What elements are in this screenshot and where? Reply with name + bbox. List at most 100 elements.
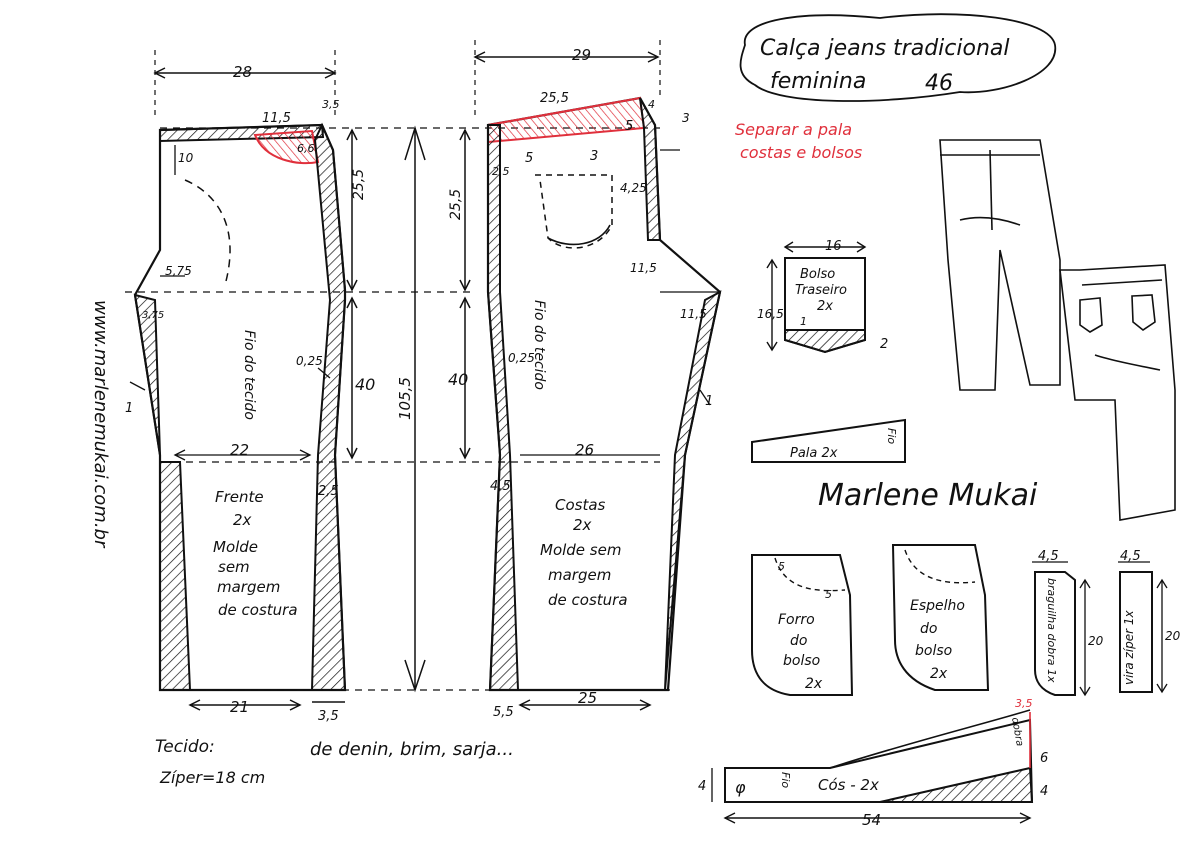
front-hip-dim: 5,75 [165, 264, 192, 278]
front-waist-side-dim: 3,5 [322, 98, 340, 111]
front-note4: de costura [218, 601, 298, 619]
back-waist-side-dim: 2,5 [492, 165, 510, 178]
note-line2: costas e bolsos [740, 143, 862, 162]
zip-facing-piece [1118, 561, 1168, 694]
back-pocket-name2: Traseiro [795, 283, 847, 298]
front-hem-side-dim: 3,5 [318, 709, 339, 724]
back-pocket-pattern [766, 241, 867, 354]
back-note2: margem [548, 566, 611, 584]
front-qty: 2x [233, 511, 252, 529]
back-pocket-width: 16 [825, 239, 842, 254]
yoke-piece-grain: Fio [885, 428, 898, 444]
pocket-lining-dim2: 5 [825, 588, 832, 601]
fabric-label: Tecido: [155, 737, 215, 757]
pocket-facing-piece [891, 544, 990, 691]
back-pocket-height: 16,5 [757, 307, 784, 321]
yoke-piece [751, 418, 906, 463]
website: www.marlenemukai.com.br [90, 300, 111, 549]
back-crotch-dim: 11,5 [630, 261, 657, 275]
pocket-lining-name3: bolso [783, 653, 820, 669]
back-total-dim: 105,5 [396, 377, 414, 420]
pocket-lining-dim1: 5 [778, 560, 785, 573]
front-note1: Molde [213, 538, 258, 556]
back-yoke-dim: 25,5 [540, 91, 569, 106]
front-crotch-down-dim: 10 [178, 151, 194, 165]
pocket-facing-qty: 2x [930, 666, 948, 682]
title-line2: feminina [770, 69, 866, 94]
front-note3: margem [217, 578, 280, 596]
total-length-dimension [404, 125, 426, 693]
title-size: 46 [925, 71, 953, 96]
front-grain: Fio do tecido [241, 330, 257, 420]
zip-facing-height: 20 [1165, 629, 1181, 643]
zip-facing-name: vira zíper 1x [1122, 609, 1136, 685]
back-pocket-w-dim: 4,25 [620, 181, 647, 195]
title-bubble [739, 13, 1056, 102]
front-note2: sem [218, 558, 250, 576]
pocket-lining-name1: Forro [778, 612, 815, 628]
back-qty: 2x [573, 516, 592, 534]
waistband-name: Cós - 2x [818, 776, 879, 794]
waistband-right-top-dim: 6 [1040, 751, 1048, 766]
zip-facing-width: 4,5 [1120, 549, 1141, 564]
waistband-grain: Fio [779, 772, 792, 788]
back-name: Costas [555, 496, 606, 514]
back-knee-side-dim: 4,5 [490, 479, 511, 494]
waistband-fold-width: 3,5 [1015, 697, 1033, 710]
back-hem-dim: 25 [578, 689, 597, 707]
zipper-length: Zíper=18 cm [159, 768, 265, 787]
back-yoke-rise-dim: 4 [648, 98, 655, 111]
back-side-upper-dim: 25,5 [448, 189, 464, 220]
front-knee-len-dim: 40 [355, 375, 375, 394]
back-pocket-qty: 2x [817, 299, 833, 314]
waistband-right-bottom-dim: 4 [1040, 784, 1048, 799]
front-knee-dim: 22 [230, 441, 249, 459]
fly-width: 4,5 [1038, 549, 1059, 564]
front-pattern [125, 50, 670, 711]
front-hem-dim: 21 [230, 698, 249, 716]
front-side-upper-dim: 25,5 [351, 169, 367, 200]
back-knee-dim: 26 [575, 441, 594, 459]
front-curve-dim: 0,25 [296, 354, 323, 368]
pocket-lining-name2: do [790, 633, 807, 649]
back-yoke-h-dim: 5 [625, 119, 633, 134]
back-pocket-in-dim: 3 [590, 149, 598, 164]
front-waist-dim: 11,5 [262, 111, 291, 126]
back-grain: Fio do tecido [531, 300, 547, 390]
front-top-dim: 28 [233, 63, 252, 81]
back-hem-side-dim: 5,5 [493, 705, 514, 720]
back-pocket-point: 2 [880, 337, 888, 352]
back-crotch2-dim: 11,5 [680, 307, 707, 321]
waistband-symbol: φ [735, 778, 746, 797]
fly-piece [1032, 561, 1091, 697]
back-note1: Molde sem [540, 541, 621, 559]
jeans-back-sketch [1059, 264, 1176, 521]
pocket-lining-qty: 2x [805, 676, 823, 692]
back-pocket-name1: Bolso [800, 267, 835, 282]
fly-name: braguilha dobra 1x [1045, 578, 1058, 683]
note-line1: Separar a pala [735, 120, 852, 139]
back-pattern [459, 40, 722, 711]
signature: Marlene Mukai [818, 478, 1038, 513]
back-knee-len-dim: 40 [448, 370, 468, 389]
back-yoke-side-dim: 3 [682, 111, 690, 125]
back-note3: de costura [548, 591, 628, 609]
waistband-left-dim: 4 [698, 779, 706, 794]
pocket-facing-name3: bolso [915, 643, 952, 659]
front-yoke-dim: 6,6 [297, 142, 315, 155]
front-mark-dim: 1 [125, 401, 133, 416]
waistband-piece [711, 709, 1034, 824]
back-curve-dim: 0,25 [508, 351, 535, 365]
pocket-facing-name2: do [920, 621, 937, 637]
yoke-piece-name: Pala 2x [790, 446, 838, 461]
fabric-value: de denin, brim, sarja... [310, 739, 514, 760]
title-line1: Calça jeans tradicional [760, 36, 1010, 61]
back-pocket-inset: 1 [800, 315, 807, 328]
waistband-length-dim: 54 [862, 811, 881, 829]
fly-height: 20 [1088, 634, 1104, 648]
jeans-front-sketch [939, 139, 1061, 391]
front-knee-side-dim: 2,5 [318, 484, 339, 499]
back-mark-dim: 1 [705, 394, 713, 409]
pocket-facing-name1: Espelho [910, 598, 965, 614]
